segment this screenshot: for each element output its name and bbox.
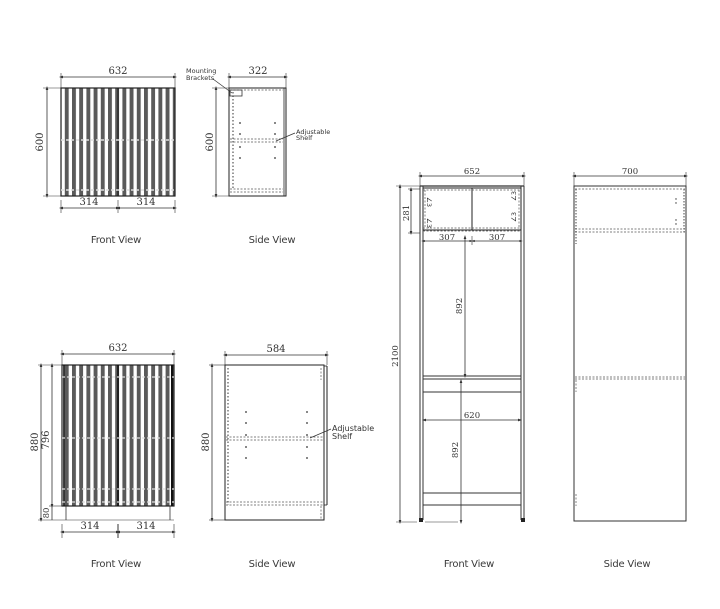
tall-front-total-height-label: 2100 (391, 345, 401, 367)
wall-front-door-right-label: 314 (136, 197, 155, 208)
wall-adjustable-shelf-note-line1: Adjustable (296, 128, 330, 136)
tall-cabinet-side-view: 700 (572, 167, 688, 522)
svg-text:∠3: ∠3 (510, 191, 518, 201)
wall-front-height-label: 600 (35, 132, 46, 151)
wall-cabinet-side-view: 322 600 Mounting Brackets Adjustable She… (186, 66, 330, 198)
base-front-body-height-label: 796 (41, 430, 52, 449)
tall-front-top-door-right-label: 307 (489, 233, 505, 243)
tall-front-lower-opening-width-label: 620 (464, 411, 480, 421)
svg-text:∠3: ∠3 (425, 218, 433, 228)
wall-front-view-caption: Front View (90, 235, 142, 246)
base-front-width-label: 632 (108, 343, 127, 354)
base-front-door-left-label: 314 (80, 521, 99, 532)
base-front-total-height-label: 880 (30, 432, 41, 451)
base-side-height-label: 880 (201, 432, 212, 451)
base-front-leg-height-label: 80 (42, 508, 52, 519)
mounting-brackets-note-line2: Brackets (186, 74, 215, 82)
wall-adjustable-shelf-note-line2: Shelf (296, 134, 313, 142)
wall-front-width-label: 632 (108, 66, 127, 77)
tall-front-width-label: 652 (464, 167, 480, 177)
base-front-view-caption: Front View (90, 559, 142, 570)
base-cabinet-front-view: 632 880 796 80 314 314 (30, 343, 176, 538)
wall-side-depth-label: 322 (248, 66, 267, 77)
base-adjustable-shelf-note-line1: Adjustable (332, 424, 374, 433)
tall-side-depth-label: 700 (622, 167, 638, 177)
mounting-brackets-note-line1: Mounting (186, 67, 216, 75)
base-adjustable-shelf-note-line2: Shelf (332, 432, 352, 441)
base-side-view-caption: Side View (248, 559, 296, 570)
base-front-door-right-label: 314 (136, 521, 155, 532)
tall-front-upper-opening-height-label: 892 (455, 298, 465, 314)
tall-side-view-caption: Side View (603, 559, 651, 570)
tall-front-top-door-left-label: 307 (439, 233, 455, 243)
tall-cabinet-front-view: 652 2100 281 ∠3 ∠3 ∠3 ∠3 307 (391, 167, 526, 524)
svg-text:∠3: ∠3 (510, 212, 518, 222)
base-side-depth-label: 584 (266, 344, 285, 355)
wall-cabinet-front-view: 632 600 314 314 (35, 66, 177, 213)
tall-front-lower-opening-height-label: 892 (451, 442, 461, 458)
wall-side-height-label: 600 (205, 132, 216, 151)
tall-front-view-caption: Front View (443, 559, 495, 570)
svg-text:∠3: ∠3 (425, 197, 433, 207)
wall-side-view-caption: Side View (248, 235, 296, 246)
base-cabinet-side-view: 584 880 Adjustable Shelf (201, 344, 374, 522)
wall-front-door-left-label: 314 (79, 197, 98, 208)
tall-front-top-height-label: 281 (402, 205, 412, 221)
